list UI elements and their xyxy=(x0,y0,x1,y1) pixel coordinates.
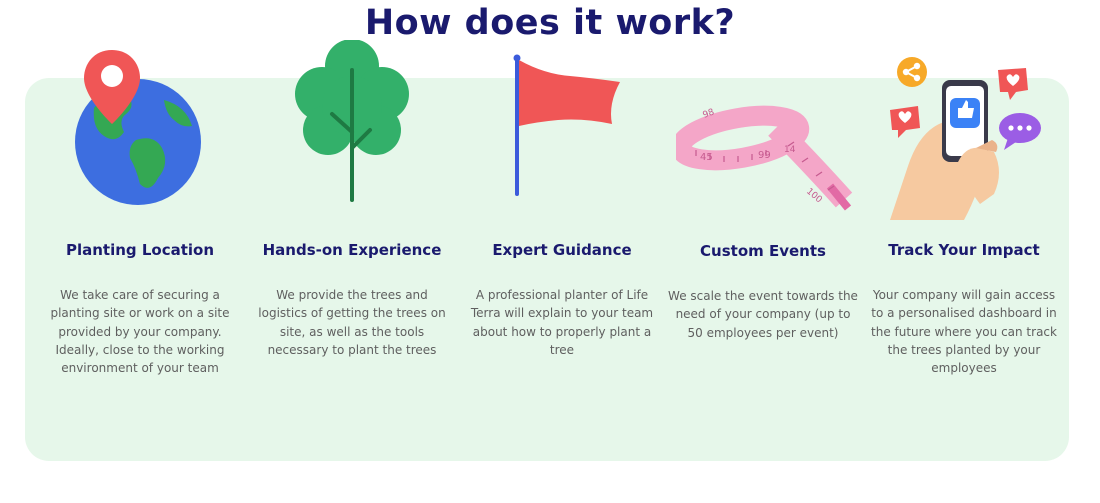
phone-social-icon xyxy=(890,57,1041,220)
step-desc-custom-events: We scale the event towards the need of y… xyxy=(668,289,858,340)
step-desc-track-your-impact: Your company will gain access to a perso… xyxy=(871,288,1057,376)
step-title-expert-guidance: Expert Guidance xyxy=(492,241,632,259)
tape-mark: 98 xyxy=(702,107,716,120)
step-title-hands-on-experience: Hands-on Experience xyxy=(262,241,442,259)
step-title-custom-events: Custom Events xyxy=(700,242,826,260)
step-title-track-your-impact: Track Your Impact xyxy=(888,241,1040,259)
step-title-planting-location: Planting Location xyxy=(65,241,215,259)
globe-pin-icon xyxy=(75,50,201,205)
tape-mark: 45 xyxy=(700,152,713,163)
measuring-tape-icon: 98 45 99 14 100 xyxy=(676,105,853,211)
tape-mark: 14 xyxy=(784,145,796,155)
flag-icon xyxy=(513,54,620,196)
step-desc-planting-location: We take care of securing a planting site… xyxy=(50,288,230,376)
tree-icon xyxy=(295,40,409,202)
step-desc-hands-on-experience: We provide the trees and logistics of ge… xyxy=(258,288,446,357)
step-desc-expert-guidance: A professional planter of Life Terra wil… xyxy=(470,288,654,357)
page-title: How does it work? xyxy=(364,3,736,43)
tape-mark: 99 xyxy=(758,150,771,161)
